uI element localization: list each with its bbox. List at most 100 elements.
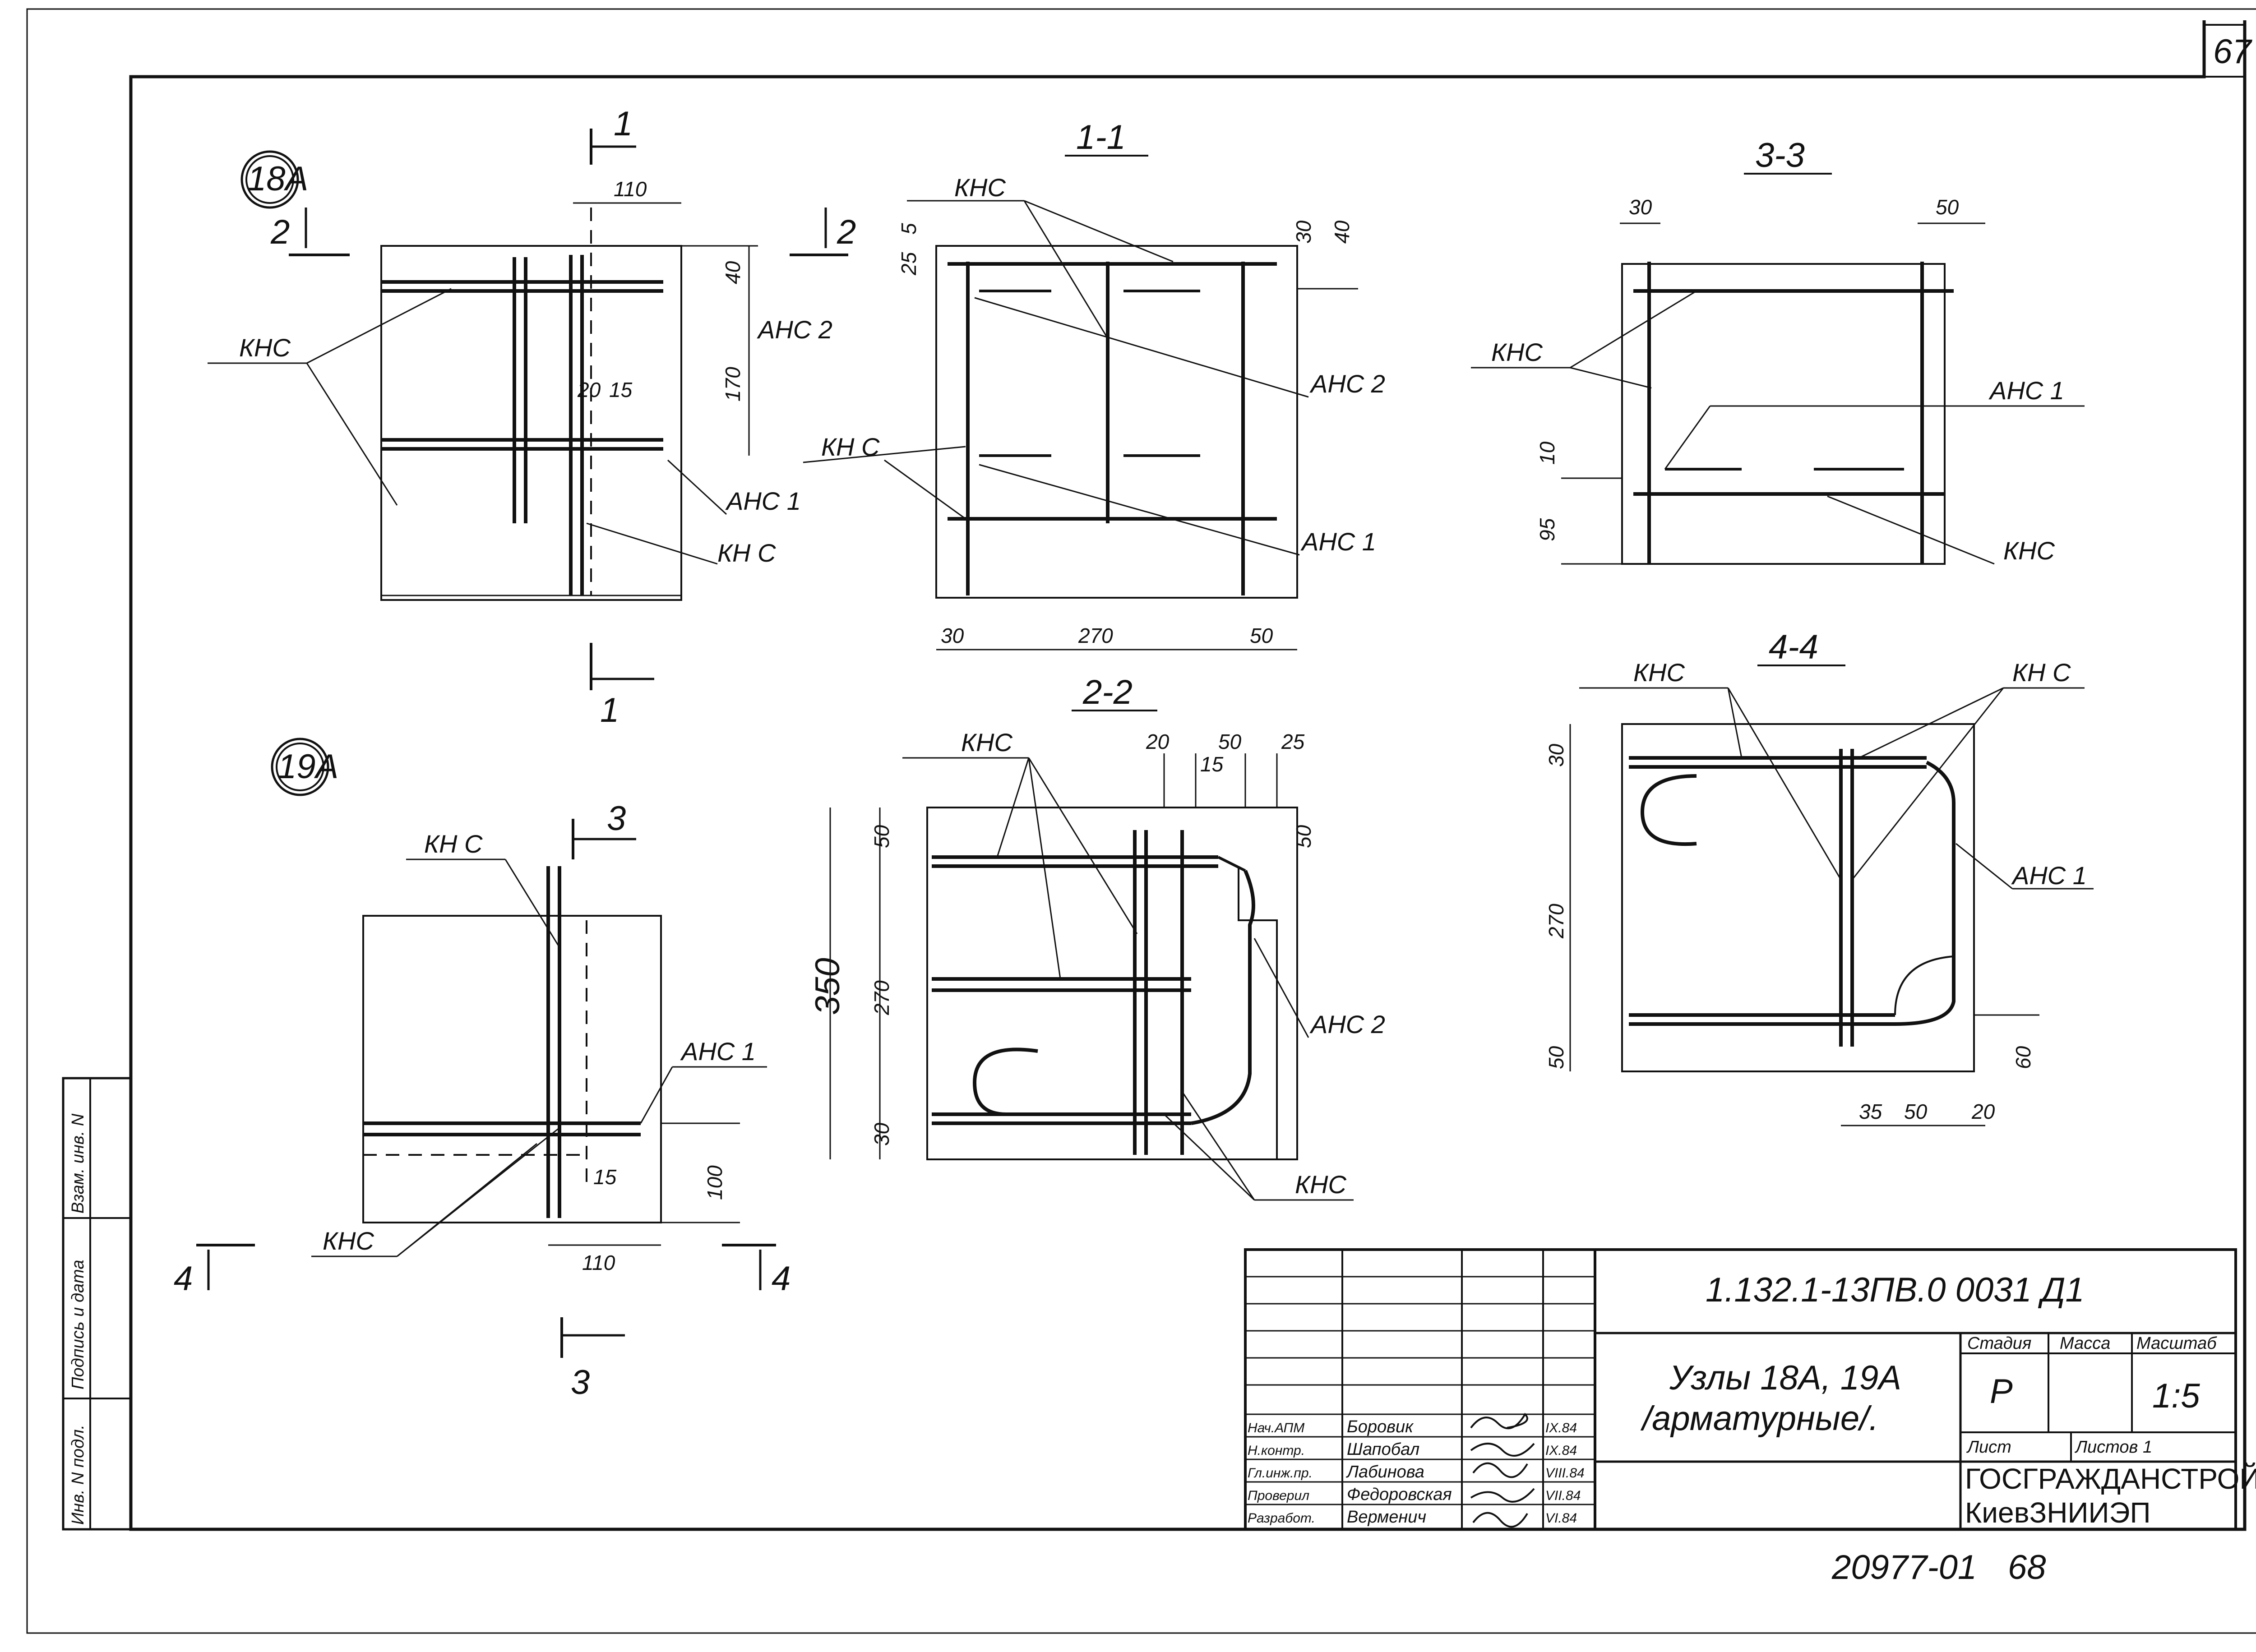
section-3-3-title: 3-3 — [1755, 136, 1805, 175]
dim-11-40-top: 40 — [1330, 220, 1354, 244]
dim-44-50-b: 50 — [1904, 1100, 1928, 1123]
dim-33-30: 30 — [1629, 195, 1652, 219]
dim-22-25: 25 — [1281, 730, 1305, 753]
lbl-33-knc-left: КНС — [1491, 338, 1543, 366]
dim-18a-40: 40 — [721, 261, 744, 284]
lbl-18a-knc-right: КН С — [717, 539, 776, 567]
signature-row: Разработ. Верменич VI.84 — [1248, 1508, 1577, 1527]
name-1: Шапобал — [1347, 1440, 1419, 1459]
section-2-2: 2-2 350 50 270 30 20 50 15 25 50 КНС — [809, 673, 1385, 1201]
title-block: 1.132.1-13ПВ.0 0031 Д1 Узлы 18А, 19А /ар… — [1244, 1248, 2256, 1531]
name-4: Верменич — [1347, 1508, 1426, 1527]
dim-22-50-left: 50 — [870, 825, 893, 848]
signature-row: Гл.инж.пр. Лабинова VIII.84 — [1248, 1463, 1585, 1481]
margin-stamp: Инв. N подл. Подпись и дата Взам. инв. N — [62, 1077, 132, 1531]
mass-header: Масса — [2060, 1334, 2110, 1353]
signature-row: Нач.АПМ Боровик IX.84 — [1248, 1417, 1577, 1436]
page-number: 67 — [2213, 32, 2252, 71]
section-1-1: 1-1 30 270 50 25 5 30 40 2 КНС АНС 2 КН … — [790, 118, 1385, 651]
section-1-1-title: 1-1 — [1076, 118, 1126, 157]
dim-22-50-right: 50 — [1292, 825, 1315, 848]
date-3: VII.84 — [1545, 1488, 1581, 1503]
name-0: Боровик — [1347, 1417, 1414, 1436]
dim-11-25: 25 — [897, 252, 920, 276]
footer-page: 68 — [2008, 1548, 2046, 1587]
lbl-11-knc-left: КН С — [821, 433, 880, 461]
name-3: Федоровская — [1347, 1485, 1452, 1504]
dim-22-30-left: 30 — [870, 1122, 893, 1146]
role-4: Разработ. — [1248, 1511, 1315, 1526]
node-18a-label: 18А — [247, 160, 308, 198]
signature-scribbles — [1470, 1412, 1535, 1528]
role-1: Н.контр. — [1248, 1443, 1305, 1458]
section-4-4-title: 4-4 — [1769, 628, 1818, 666]
date-4: VI.84 — [1545, 1511, 1577, 1526]
lbl-22-knc-bottom: КНС — [1295, 1170, 1346, 1199]
dim-44-60: 60 — [2011, 1046, 2035, 1069]
dim-18a-170: 170 — [721, 367, 744, 401]
dim-33-10: 10 — [1535, 441, 1559, 465]
lbl-11-knc-top: КНС — [954, 173, 1006, 202]
sheets-label: Листов 1 — [2074, 1438, 2152, 1457]
lbl-44-knc-left: КНС — [1633, 658, 1685, 687]
lbl-11-anc2: АНС 2 — [1309, 369, 1385, 398]
lbl-19a-knc-top: КН С — [424, 830, 483, 858]
scale-header: Масштаб — [2136, 1334, 2217, 1353]
section-3-3: 3-3 30 50 10 95 КНС АНС 1 КНС — [1471, 136, 2085, 565]
dim-18a-110: 110 — [614, 177, 647, 201]
dim-11-5: 5 — [897, 223, 920, 235]
dim-44-35: 35 — [1859, 1100, 1882, 1123]
margin-inv-orig: Инв. N подл. — [69, 1425, 88, 1525]
drawing-title-line2: /арматурные/. — [1640, 1399, 1878, 1438]
lbl-19a-anc1: АНС 1 — [680, 1037, 756, 1066]
dim-22-350: 350 — [809, 958, 847, 1015]
signature-row: Проверил Федоровская VII.84 — [1248, 1485, 1581, 1504]
lbl-11-anc1: АНС 1 — [1300, 527, 1376, 556]
marker-19a-4-left: 4 — [174, 1260, 193, 1298]
dim-33-50: 50 — [1936, 195, 1959, 219]
date-2: VIII.84 — [1545, 1466, 1585, 1481]
dim-33-95: 95 — [1535, 518, 1559, 541]
lbl-44-anc1: АНС 1 — [2011, 861, 2087, 890]
date-0: IX.84 — [1545, 1421, 1577, 1435]
scale-value: 1:5 — [2152, 1377, 2200, 1415]
node-19a-view: 19А 110 100 15 КН С АНС 1 КНС 3 3 4 — [174, 738, 791, 1402]
marker-18a-1-top: 1 — [614, 105, 633, 143]
margin-replace-inv: Взам. инв. N — [69, 1113, 88, 1214]
dim-22-270: 270 — [870, 980, 893, 1015]
lbl-33-anc1: АНС 1 — [1988, 376, 2064, 405]
footer-code: 20977-01 — [1831, 1548, 1977, 1587]
dim-11-270: 270 — [1078, 624, 1113, 647]
dim-11-30-top: 30 — [1292, 220, 1315, 244]
dim-19a-15: 15 — [593, 1165, 617, 1189]
lbl-22-anc2: АНС 2 — [1309, 1010, 1385, 1038]
stage-value: Р — [1990, 1372, 2013, 1411]
section-2-2-title: 2-2 — [1082, 673, 1133, 711]
marker-11-2: 2 — [837, 213, 856, 251]
date-1: IX.84 — [1545, 1443, 1577, 1458]
org-line2: КиевЗНИИЭП — [1965, 1496, 2151, 1529]
marker-19a-4-right: 4 — [772, 1260, 791, 1298]
dim-19a-100: 100 — [703, 1165, 726, 1200]
lbl-33-knc-right: КНС — [2003, 536, 2055, 565]
marker-18a-1-bottom: 1 — [600, 691, 619, 729]
role-2: Гл.инж.пр. — [1248, 1466, 1313, 1481]
dim-44-270: 270 — [1544, 904, 1568, 939]
lbl-19a-knc-bottom: КНС — [323, 1227, 374, 1255]
dim-11-50: 50 — [1250, 624, 1273, 647]
sheet-frame — [26, 8, 2256, 1634]
section-4-4: 4-4 30 270 50 60 35 50 20 КНС КН С АНС 1 — [1544, 628, 2094, 1126]
lbl-22-knc-top: КНС — [961, 728, 1012, 757]
marker-18a-2: 2 — [270, 213, 290, 251]
dim-44-50: 50 — [1544, 1046, 1568, 1069]
node-19a-label: 19А — [277, 748, 338, 786]
marker-19a-3-top: 3 — [607, 799, 626, 838]
dim-11-30: 30 — [941, 624, 964, 647]
stage-header: Стадия — [1967, 1334, 2031, 1353]
lbl-18a-anc1: АНС 1 — [725, 487, 801, 515]
name-2: Лабинова — [1345, 1463, 1424, 1481]
dim-44-20: 20 — [1971, 1100, 1995, 1123]
node-18a-view: 18А 110 40 170 20 15 КНС АНС 2 АНС 1 КН … — [208, 105, 832, 729]
lbl-44-knc-right: КН С — [2012, 658, 2071, 687]
